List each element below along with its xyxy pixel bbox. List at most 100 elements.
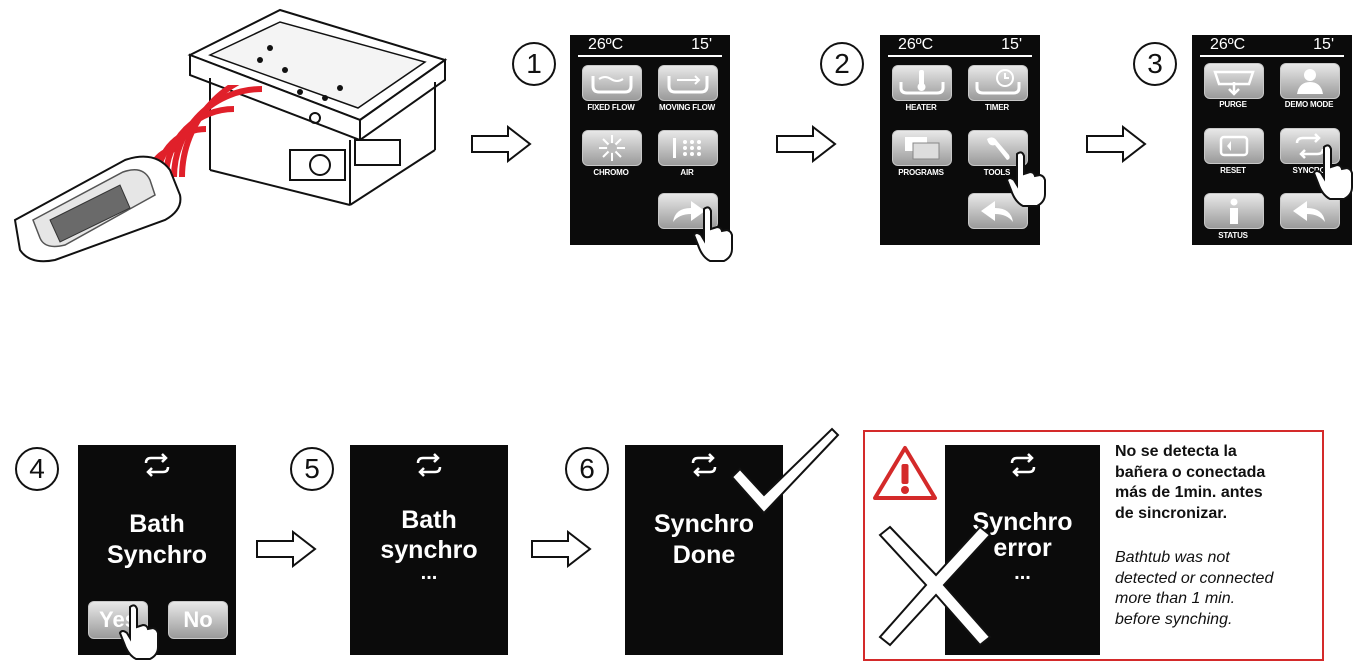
- bathtub-illustration: [187, 8, 448, 206]
- status-line-2: synchro: [380, 536, 478, 564]
- hand-pointer-icon: [1005, 151, 1046, 207]
- sync-icon: [1295, 133, 1325, 159]
- status-line-1: Bath: [401, 506, 457, 534]
- fixed-flow-button[interactable]: [582, 65, 642, 101]
- timer-label: TIMER: [985, 103, 1009, 112]
- thermometer-icon: [899, 70, 945, 95]
- tools-label: TOOLS: [983, 168, 1011, 177]
- bathtub-icon: [591, 76, 633, 94]
- chromo-label: CHROMO: [593, 168, 629, 177]
- moving-flow-button[interactable]: [658, 65, 718, 101]
- hand-pointer-icon: [1312, 144, 1353, 200]
- demo-mode-label: DEMO MODE: [1284, 100, 1334, 109]
- arrow-right-icon: [1086, 125, 1147, 163]
- status-bar: 26ºC 15': [880, 35, 1040, 57]
- light-icon: [599, 135, 625, 161]
- sync-icon: [691, 453, 717, 477]
- arrow-right-icon: [471, 125, 532, 163]
- programs-button[interactable]: [892, 130, 952, 166]
- note-es-line: bañera o conectada: [1115, 463, 1266, 481]
- heater-button[interactable]: [892, 65, 952, 101]
- note-en-line: before synching.: [1115, 610, 1233, 628]
- prompt-line-1: Bath: [129, 510, 185, 538]
- checkmark-icon: [730, 427, 840, 515]
- error-line-1: Synchro: [972, 508, 1073, 536]
- timer-readout: 15': [1001, 36, 1022, 53]
- windows-stack-icon: [905, 137, 940, 160]
- air-button[interactable]: [658, 130, 718, 166]
- error-dots: ...: [1014, 562, 1031, 584]
- step-number: 2: [820, 42, 864, 86]
- timer-button[interactable]: [968, 65, 1028, 101]
- status-bar: 26ºC 15': [1192, 35, 1352, 57]
- clock-icon: [975, 69, 1021, 95]
- drain-icon: [1213, 70, 1255, 96]
- status-label: STATUS: [1218, 231, 1248, 240]
- result-line-1: Synchro: [653, 510, 755, 538]
- no-button[interactable]: No: [168, 601, 228, 639]
- prompt-line-2: Synchro: [106, 541, 208, 569]
- sync-icon: [1010, 453, 1036, 477]
- person-icon: [1297, 69, 1323, 94]
- reset-label: RESET: [1220, 166, 1246, 175]
- step-number: 4: [15, 447, 59, 491]
- status-bar: 26ºC 15': [570, 35, 730, 57]
- back-arrow-icon: [981, 201, 1013, 222]
- error-note-english: Bathtub was not detected or connected mo…: [1115, 548, 1273, 630]
- air-label: AIR: [680, 168, 694, 177]
- screen-step-5: Bath synchro ...: [350, 445, 508, 655]
- step-number: 1: [512, 42, 556, 86]
- fixed-flow-label: FIXED FLOW: [587, 103, 635, 112]
- wrench-icon: [987, 137, 1010, 160]
- note-es-line: más de 1min. antes: [1115, 484, 1263, 501]
- temperature-readout: 26ºC: [588, 36, 624, 53]
- screen-step-2: 26ºC 15' HEATER TIMER PROGRAMS TOOLS: [880, 35, 1040, 245]
- programs-label: PROGRAMS: [898, 168, 944, 177]
- heater-label: HEATER: [905, 103, 937, 112]
- purge-button[interactable]: [1204, 63, 1264, 99]
- screen-step-6: Synchro Done: [625, 445, 783, 655]
- reset-icon: [1219, 135, 1249, 157]
- back-button[interactable]: [968, 193, 1028, 229]
- bathtub-moving-icon: [667, 75, 709, 94]
- back-arrow-icon: [1293, 201, 1325, 222]
- note-es-line: de sincronizar.: [1115, 504, 1228, 522]
- warning-icon: [873, 446, 937, 500]
- status-button[interactable]: [1204, 193, 1264, 229]
- syncro-label: SYNCRO: [1292, 166, 1326, 175]
- hand-pointer-icon: [118, 604, 159, 660]
- cross-icon: [878, 525, 992, 647]
- timer-readout: 15': [691, 36, 712, 53]
- error-note-spanish: No se detecta la bañera o conectada más …: [1115, 442, 1265, 524]
- air-icon: [673, 138, 701, 158]
- step-number: 5: [290, 447, 334, 491]
- error-line-2: error: [993, 534, 1052, 562]
- step-number: 3: [1133, 42, 1177, 86]
- timer-readout: 15': [1313, 36, 1334, 53]
- result-line-2: Done: [672, 541, 736, 569]
- chromo-button[interactable]: [582, 130, 642, 166]
- moving-flow-label: MOVING FLOW: [658, 103, 715, 112]
- arrow-right-icon: [531, 530, 592, 568]
- wireless-signal-icon: [147, 85, 263, 178]
- info-icon: [1230, 198, 1238, 224]
- temperature-readout: 26ºC: [898, 36, 934, 53]
- arrow-right-icon: [256, 530, 317, 568]
- progress-dots: ...: [420, 562, 438, 584]
- sync-icon: [416, 453, 442, 477]
- note-en-line: Bathtub was not: [1115, 549, 1230, 566]
- forward-arrow-icon: [673, 201, 705, 222]
- note-es-line: No se detecta la: [1115, 443, 1237, 460]
- hand-pointer-icon: [692, 206, 733, 262]
- purge-label: PURGE: [1219, 100, 1247, 109]
- no-label: No: [183, 607, 213, 632]
- arrow-right-icon: [776, 125, 837, 163]
- note-en-line: more than 1 min.: [1115, 590, 1236, 607]
- step-number: 6: [565, 447, 609, 491]
- reset-button[interactable]: [1204, 128, 1264, 164]
- demo-mode-button[interactable]: [1280, 63, 1340, 99]
- remote-control-illustration: [13, 155, 182, 263]
- temperature-readout: 26ºC: [1210, 36, 1246, 53]
- screen-step-3: 26ºC 15' PURGE DEMO MODE RESET SYNCRO ST…: [1192, 35, 1352, 245]
- sync-icon: [144, 453, 170, 477]
